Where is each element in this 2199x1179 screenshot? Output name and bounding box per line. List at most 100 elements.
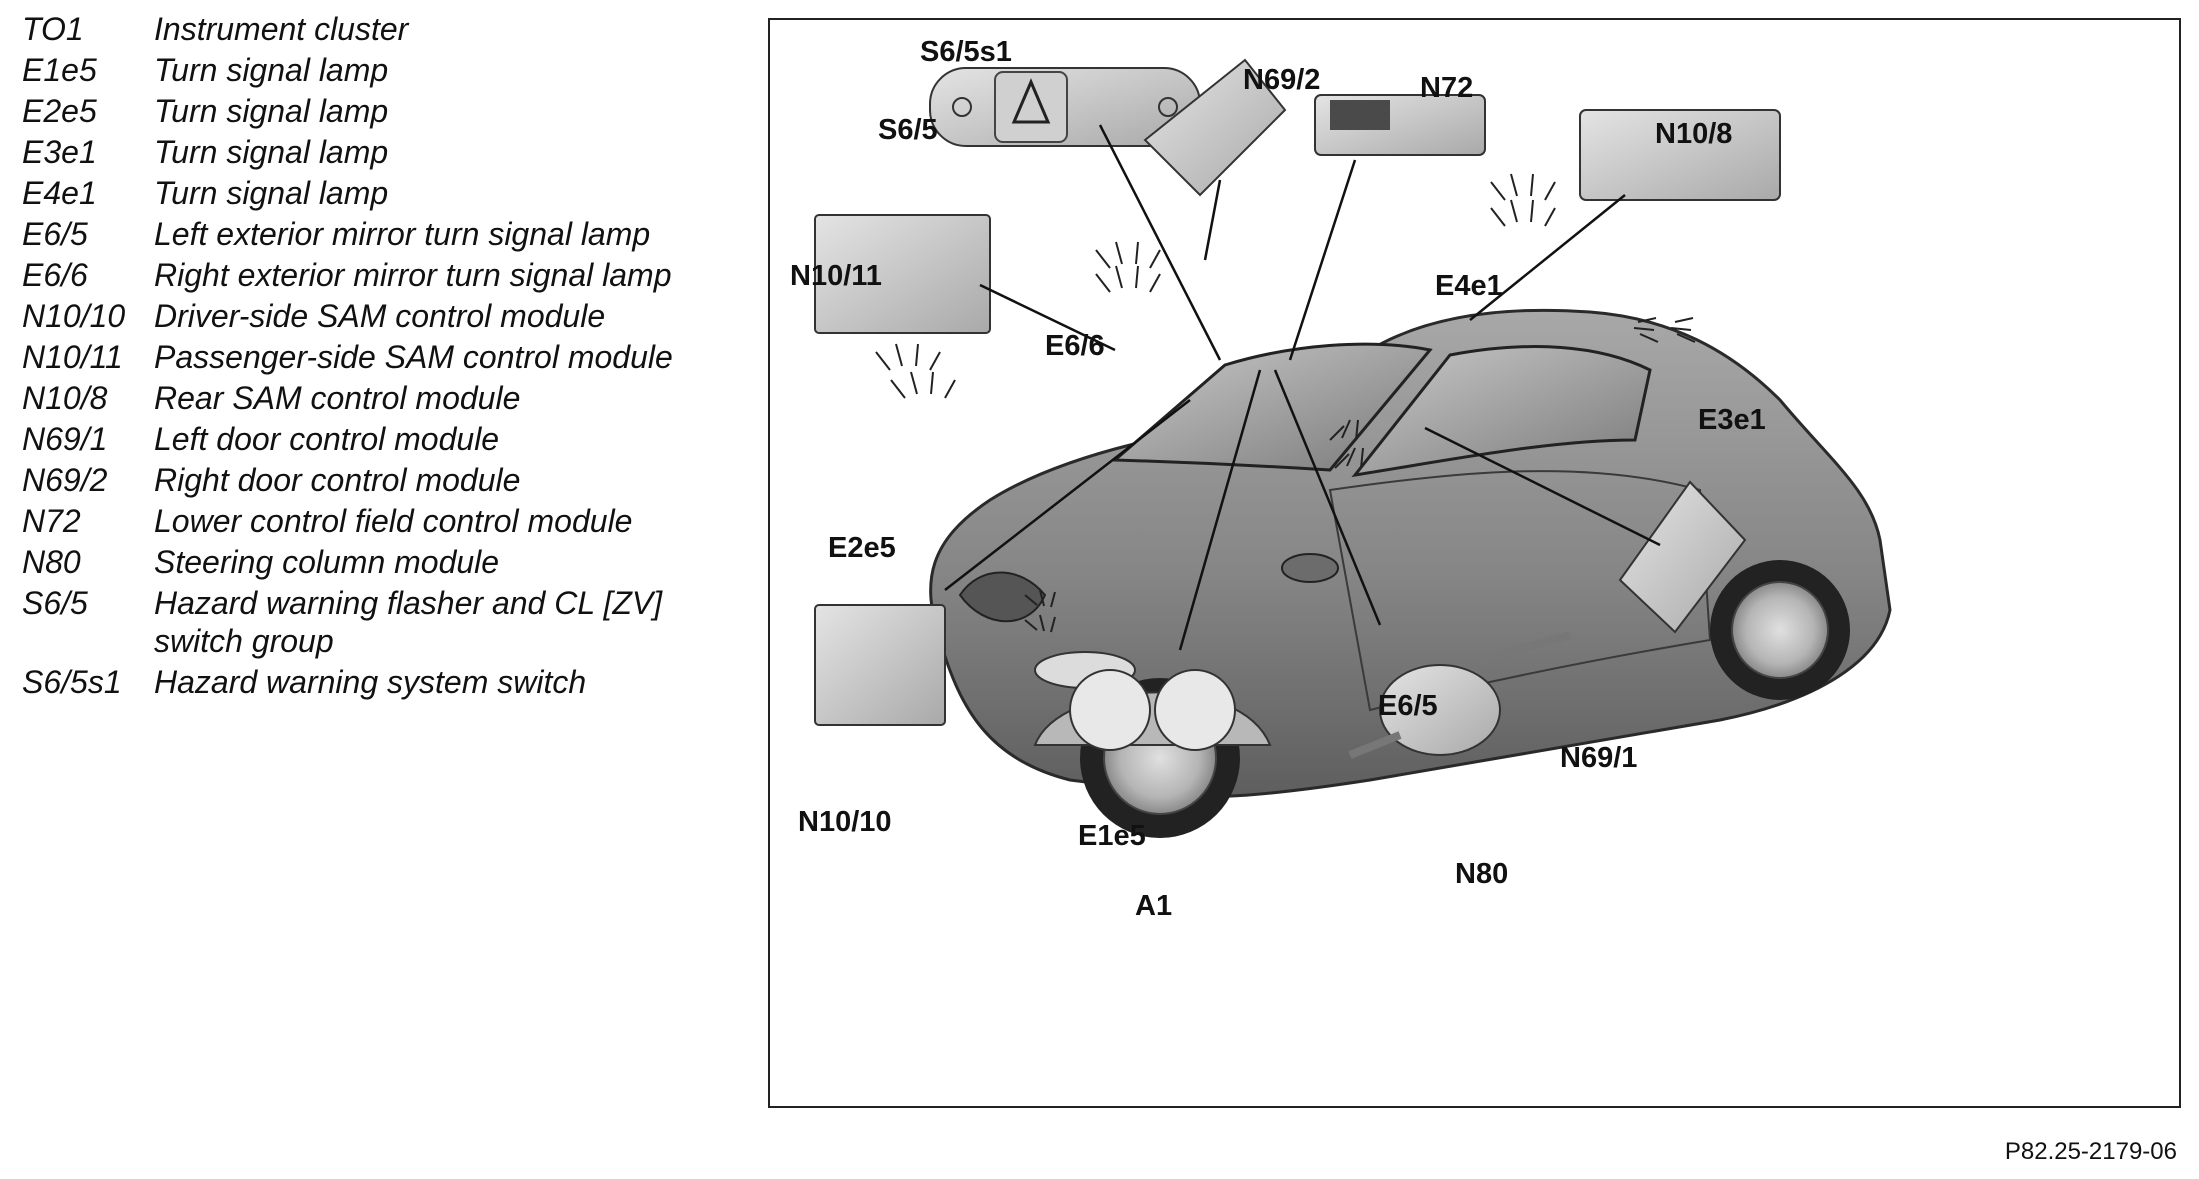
legend-row: N69/2 Right door control module — [22, 461, 742, 499]
callout-label: E3e1 — [1698, 404, 1766, 436]
legend-code: E2e5 — [22, 93, 97, 129]
legend-desc: Passenger-side SAM control module — [154, 339, 673, 375]
callout-label: N72 — [1420, 72, 1474, 104]
left-door-control-module — [1618, 480, 1747, 634]
callout-label: E6/6 — [1045, 330, 1105, 362]
car-windshield — [1111, 342, 1433, 472]
legend-desc: Right exterior mirror turn signal lamp — [154, 257, 672, 293]
callout-label: S6/5s1 — [920, 36, 1012, 68]
callout-leader-lines — [944, 124, 1661, 651]
steering-column-module — [1348, 631, 1572, 759]
callout-label: E1e5 — [1078, 820, 1146, 852]
hazard-triangle-icon — [1011, 78, 1051, 124]
legend-code: N10/10 — [22, 298, 126, 334]
legend-desc: Instrument cluster — [154, 11, 409, 47]
legend-desc: Driver-side SAM control module — [154, 298, 606, 334]
legend-desc: Hazard warning system switch — [154, 664, 587, 700]
legend-code: N69/2 — [22, 462, 108, 498]
legend-desc: Turn signal lamp — [154, 52, 389, 88]
legend-row: N10/10 Driver-side SAM control module — [22, 297, 742, 335]
legend-desc: Right door control module — [154, 462, 521, 498]
legend-row: N10/11 Passenger-side SAM control module — [22, 338, 742, 376]
legend-code: S6/5 — [22, 585, 88, 621]
callout-label: N10/10 — [798, 806, 892, 838]
legend-row: E2e5 Turn signal lamp — [22, 92, 742, 130]
leader-line — [979, 283, 1116, 352]
leader-line — [1424, 426, 1661, 547]
legend-desc: Turn signal lamp — [154, 175, 389, 211]
legend-row: N72 Lower control field control module — [22, 502, 742, 540]
component-location-diagram: S6/5s1 S6/5 N69/2 N72 N10/8 N10/11 E4e1 … — [768, 18, 2181, 1108]
legend-desc: Left door control module — [154, 421, 500, 457]
legend-code: N80 — [22, 544, 81, 580]
turn-signal-lamp-icon — [1329, 419, 1364, 469]
legend-row: N69/1 Left door control module — [22, 420, 742, 458]
legend-code: TO1 — [22, 11, 84, 47]
legend-code: N72 — [22, 503, 81, 539]
right-door-control-module — [1143, 58, 1287, 197]
legend-row: TO1 Instrument cluster — [22, 10, 742, 48]
callout-label: E6/5 — [1378, 690, 1438, 722]
car-side-glass — [1351, 345, 1652, 478]
figure-reference-code: P82.25-2179-06 — [2004, 1138, 2177, 1165]
leader-line — [1178, 369, 1262, 651]
legend-code: E3e1 — [22, 134, 97, 170]
car-grille — [958, 571, 1047, 623]
car-side-mirror — [1281, 553, 1339, 583]
lock-icon — [952, 97, 972, 117]
legend-desc: Left exterior mirror turn signal lamp — [154, 216, 651, 252]
legend-desc: Turn signal lamp — [154, 134, 389, 170]
legend-desc: Rear SAM control module — [154, 380, 521, 416]
callout-label: E4e1 — [1435, 270, 1503, 302]
legend-code: N10/8 — [22, 380, 108, 416]
callout-label: N69/1 — [1560, 742, 1638, 774]
callout-label: E2e5 — [828, 532, 896, 564]
diagram-canvas — [814, 58, 1892, 838]
legend-row: N80 Steering column module — [22, 543, 742, 581]
turn-signal-lamp-icon — [1633, 317, 1696, 343]
legend-code: N69/1 — [22, 421, 108, 457]
legend-row: S6/5 Hazard warning flasher and CL [ZV] s… — [22, 584, 742, 660]
legend-code: E6/6 — [22, 257, 88, 293]
legend-desc: Turn signal lamp — [154, 93, 389, 129]
legend-row: N10/8 Rear SAM control module — [22, 379, 742, 417]
car-rear-rim — [1731, 581, 1829, 679]
callout-label: A1 — [1135, 890, 1173, 922]
legend-row: S6/5s1 Hazard warning system switch — [22, 663, 742, 701]
callout-label: N69/2 — [1243, 64, 1321, 96]
legend-code: E4e1 — [22, 175, 97, 211]
callout-label: N80 — [1455, 858, 1509, 890]
legend-row: E3e1 Turn signal lamp — [22, 133, 742, 171]
legend-code: N10/11 — [22, 339, 123, 375]
callout-label: N10/11 — [790, 260, 882, 292]
leader-line — [1203, 179, 1222, 261]
callout-label: S6/5 — [878, 114, 938, 146]
leader-line — [1288, 159, 1357, 361]
turn-signal-lamp-icon — [1490, 173, 1556, 227]
leader-line — [944, 399, 1191, 591]
legend-code: S6/5s1 — [22, 664, 122, 700]
legend-row: E6/5 Left exterior mirror turn signal lam… — [22, 215, 742, 253]
legend-row: E6/6 Right exterior mirror turn signal la… — [22, 256, 742, 294]
unlock-icon — [1158, 97, 1178, 117]
driver-side-sam-module — [814, 604, 946, 726]
turn-signal-lamp-icon — [875, 343, 956, 399]
legend-desc: Hazard warning flasher and CL [ZV] switc… — [154, 585, 663, 659]
legend-row: E4e1 Turn signal lamp — [22, 174, 742, 212]
legend-desc: Lower control field control module — [154, 503, 633, 539]
instrument-cluster — [1033, 669, 1272, 751]
car-illustration — [929, 308, 1892, 838]
lower-control-field-module — [1314, 94, 1486, 156]
legend-code: E1e5 — [22, 52, 97, 88]
leader-line — [1098, 124, 1222, 361]
passenger-side-sam-module — [814, 214, 991, 334]
legend-row: E1e5 Turn signal lamp — [22, 51, 742, 89]
turn-signal-lamp-icon — [1024, 589, 1056, 633]
callout-label: N10/8 — [1655, 118, 1733, 150]
rear-sam-control-module — [1579, 109, 1781, 201]
leader-line — [1469, 194, 1626, 321]
turn-signal-lamp-icon — [1095, 241, 1161, 293]
legend-desc: Steering column module — [154, 544, 500, 580]
legend-code: E6/5 — [22, 216, 88, 252]
